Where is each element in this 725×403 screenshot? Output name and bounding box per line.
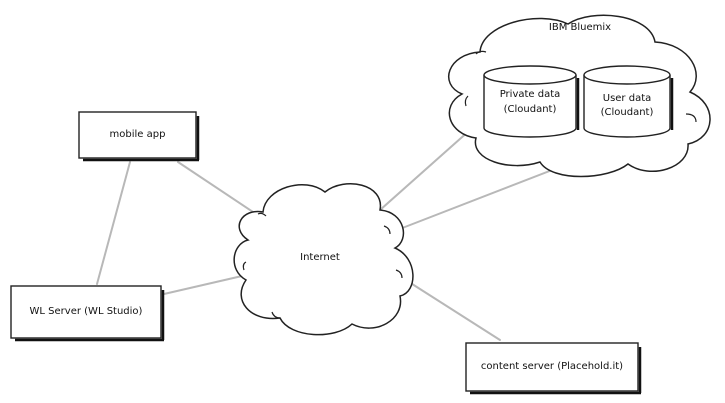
user-data-db: [583, 65, 674, 138]
connector-wl-internet: [163, 275, 243, 295]
mobile-app-node: [78, 111, 200, 162]
private-data-label: Private data: [499, 89, 561, 100]
connector-mobile-wl: [96, 161, 131, 285]
bluemix-label: IBM Bluemix: [548, 22, 612, 33]
internet-label: Internet: [300, 252, 340, 263]
mobile-app-label: mobile app: [109, 129, 166, 140]
user-data-sublabel: (Cloudant): [600, 107, 654, 118]
connector-internet-content: [397, 274, 501, 341]
internet-cloud: [233, 183, 414, 336]
content-server-node: [465, 342, 642, 395]
user-data-label: User data: [602, 93, 652, 104]
wl-server-node: [10, 285, 165, 342]
connector-internet-private: [379, 129, 471, 211]
content-server-label: content server (Placehold.it): [480, 361, 624, 372]
private-data-db: [483, 65, 580, 138]
wl-server-label: WL Server (WL Studio): [29, 306, 143, 317]
private-data-sublabel: (Cloudant): [503, 104, 557, 115]
connector-mobile-internet: [177, 161, 263, 219]
